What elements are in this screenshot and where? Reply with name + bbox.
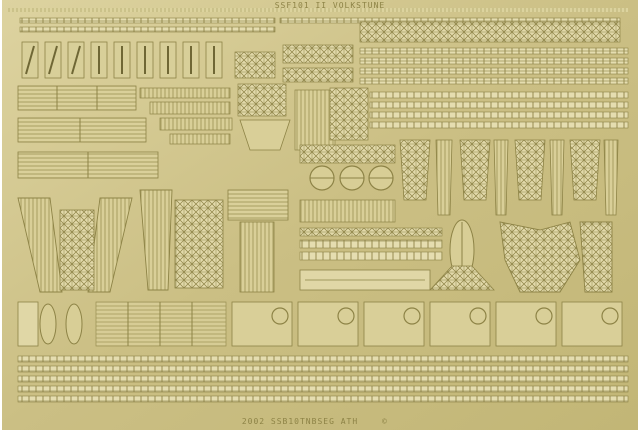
bottom-long-railings [17,355,629,403]
small-parts-grid [95,301,227,347]
x-frame-boxes-top [282,21,621,83]
gangway-strips [299,227,443,291]
top-edge-text: SSF101 II VOLKSTUNE [275,1,386,10]
small-boats [17,301,83,347]
boat-hull [429,219,495,291]
hatched-panels-left [17,85,159,179]
copyright-mark: © [382,417,388,426]
lattice-masts [399,139,619,216]
bridge-parts [139,51,369,151]
crane-frame-v [17,197,133,293]
inclined-ladders [21,41,223,79]
circular-hatches [299,144,396,223]
catapult-frame [139,189,289,293]
top-edge-comb [8,8,628,12]
bottom-edge-text: 2002 SSB10TNBSEG ATH [242,417,358,426]
crane-lattice-star [499,221,613,293]
davit-sets [231,301,623,347]
long-railings-right [359,47,629,129]
